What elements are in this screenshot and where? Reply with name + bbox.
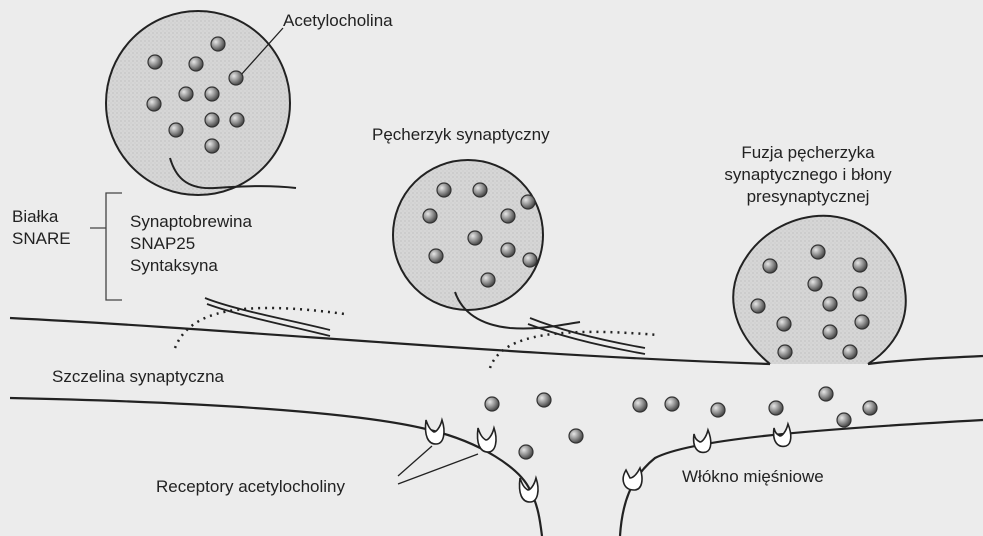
acetylcholine-molecule (521, 195, 535, 209)
acetylcholine-label: Acetylocholina (283, 10, 393, 32)
fusion-label-line-2: synaptycznego i błony (708, 164, 908, 186)
acetylcholine-molecule (823, 325, 837, 339)
acetylcholine-molecule (468, 231, 482, 245)
postsynaptic-membrane (10, 398, 542, 536)
acetylcholine-molecule (437, 183, 451, 197)
receptor-icon (623, 468, 642, 490)
synaptic-vesicle-label: Pęcherzyk synaptyczny (372, 124, 550, 146)
snare-dotted-2 (490, 332, 658, 368)
receptor-icon (519, 478, 538, 502)
acetylcholine-molecule (229, 71, 243, 85)
acetylcholine-molecule (823, 297, 837, 311)
syntaxin-label: Syntaksyna (130, 255, 252, 277)
acetylcholine-molecule (205, 113, 219, 127)
acetylcholine-molecule (811, 245, 825, 259)
snare-proteins-list: Synaptobrewina SNAP25 Syntaksyna (130, 211, 252, 277)
acetylcholine-molecule (633, 398, 647, 412)
acetylcholine-molecule (169, 123, 183, 137)
acetylcholine-molecule (837, 413, 851, 427)
acetylcholine-molecule (853, 258, 867, 272)
acetylcholine-molecule (429, 249, 443, 263)
vesicle-free (106, 11, 290, 195)
receptor-icon (774, 424, 791, 446)
snap25-label: SNAP25 (130, 233, 252, 255)
acetylcholine-molecule (808, 277, 822, 291)
acetylcholine-molecule (711, 403, 725, 417)
snare-strand-b1 (530, 318, 645, 348)
snare-group-line-2: SNARE (12, 228, 71, 250)
acetylcholine-molecule (230, 113, 244, 127)
fusion-label-line-3: presynaptycznej (708, 186, 908, 208)
acetylcholine-molecule (205, 139, 219, 153)
snare-strand-a1 (205, 298, 330, 330)
acetylcholine-molecule (777, 317, 791, 331)
snare-group-line-1: Białka (12, 206, 71, 228)
receptor-leader-1 (398, 446, 432, 476)
snare-bracket (90, 193, 122, 300)
acetylcholine-molecule (473, 183, 487, 197)
acetylcholine-molecule (189, 57, 203, 71)
acetylcholine-molecule (537, 393, 551, 407)
acetylcholine-molecule (569, 429, 583, 443)
acetylcholine-molecule (481, 273, 495, 287)
receptor-icon (694, 430, 711, 452)
acetylcholine-molecule (763, 259, 777, 273)
synaptic-cleft-label: Szczelina synaptyczna (52, 366, 224, 388)
acetylcholine-molecule (855, 315, 869, 329)
acetylcholine-molecule (819, 387, 833, 401)
muscle-fiber-label: Włókno mięśniowe (682, 466, 824, 488)
acetylcholine-molecule (769, 401, 783, 415)
acetylcholine-molecule (205, 87, 219, 101)
receptor-leader-2 (398, 454, 478, 484)
acetylcholine-molecule (501, 209, 515, 223)
acetylcholine-molecule (665, 397, 679, 411)
acetylcholine-molecule (211, 37, 225, 51)
acetylcholine-molecule (863, 401, 877, 415)
acetylcholine-molecule (501, 243, 515, 257)
receptor-icon (477, 428, 496, 452)
receptors-label: Receptory acetylocholiny (156, 476, 345, 498)
acetylcholine-molecule (751, 299, 765, 313)
fusion-label: Fuzja pęcherzyka synaptycznego i błony p… (708, 142, 908, 208)
vesicle-docking (393, 160, 543, 310)
acetylcholine-molecule (853, 287, 867, 301)
acetylcholine-molecule (147, 97, 161, 111)
acetylcholine-molecule (519, 445, 533, 459)
acetylcholine-molecule (179, 87, 193, 101)
snare-strand-b2 (528, 324, 645, 354)
acetylcholine-molecule (523, 253, 537, 267)
acetylcholine-receptors (425, 420, 790, 502)
receptor-icon (425, 420, 444, 444)
acetylcholine-molecule (485, 397, 499, 411)
synaptobrevin-label: Synaptobrewina (130, 211, 252, 233)
acetylcholine-molecule (423, 209, 437, 223)
acetylcholine-molecule (843, 345, 857, 359)
fusion-label-line-1: Fuzja pęcherzyka (708, 142, 908, 164)
acetylcholine-molecule (148, 55, 162, 69)
acetylcholine-molecule (778, 345, 792, 359)
snare-group-label: Białka SNARE (12, 206, 71, 250)
